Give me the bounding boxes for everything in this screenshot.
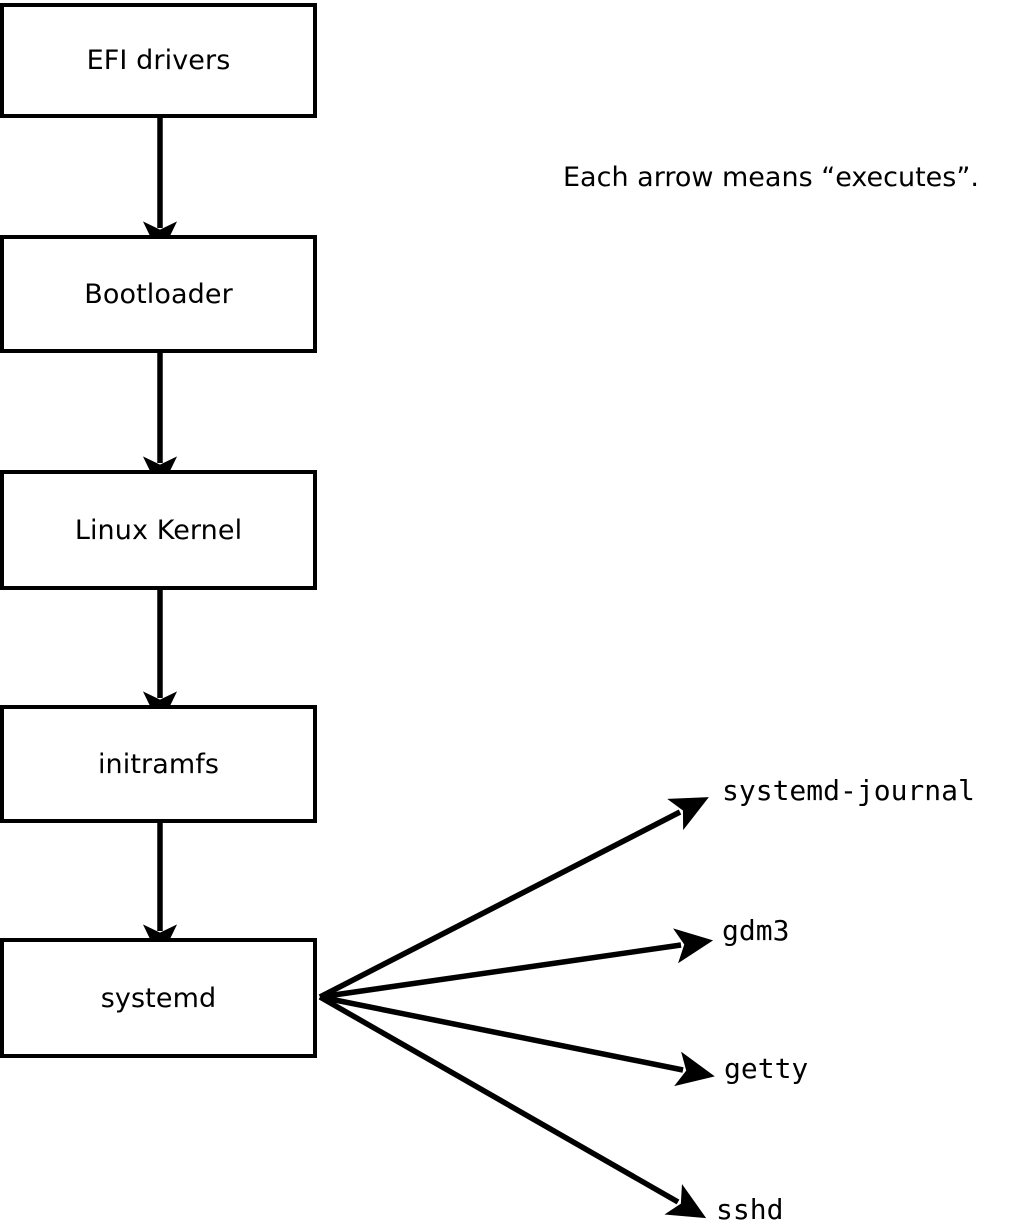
- stage-box-systemd[interactable]: systemd: [0, 938, 317, 1058]
- stage-box-label-initramfs: initramfs: [97, 748, 220, 780]
- stage-box-bootloader[interactable]: Bootloader: [0, 235, 317, 353]
- arrow-systemd-to-getty: [319, 994, 715, 1087]
- service-label-sshd: sshd: [716, 1193, 784, 1226]
- stage-box-initramfs[interactable]: initramfs: [0, 705, 317, 823]
- service-label-gdm3: gdm3: [722, 914, 790, 947]
- service-label-systemd-journal: systemd-journal: [722, 774, 975, 807]
- arrow-systemd-to-gdm3: [319, 928, 714, 1000]
- stage-box-label-bootloader: Bootloader: [84, 278, 233, 310]
- service-fan-arrow-group: [318, 797, 715, 1219]
- stage-box-label-linux-kernel: Linux Kernel: [74, 514, 243, 546]
- legend-note: Each arrow means “executes”.: [563, 162, 979, 193]
- stage-box-linux-kernel[interactable]: Linux Kernel: [0, 470, 317, 590]
- stage-box-label-efi-drivers: EFI drivers: [86, 45, 231, 76]
- stage-box-label-systemd: systemd: [100, 982, 217, 1014]
- stage-box-efi-drivers[interactable]: EFI drivers: [0, 3, 317, 118]
- service-label-getty: getty: [724, 1052, 809, 1085]
- arrow-systemd-to-sshd: [318, 994, 707, 1219]
- arrow-systemd-to-systemd-journal: [318, 797, 709, 1000]
